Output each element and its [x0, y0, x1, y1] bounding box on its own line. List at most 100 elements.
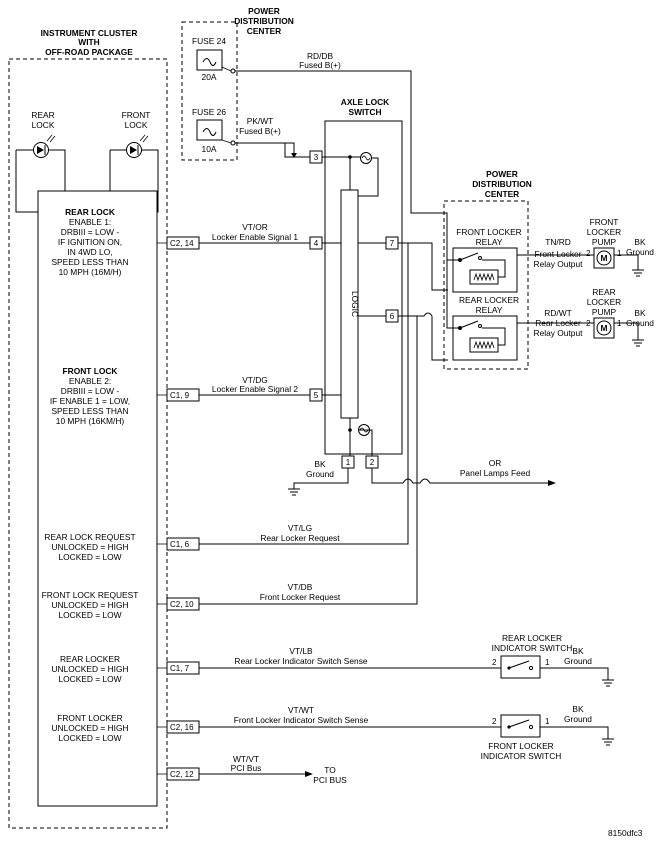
- block-rear-lock-l7: 10 MPH (16M/H): [59, 267, 122, 277]
- front-lock-enable-block: FRONT LOCK ENABLE 2: DRBIII = LOW - IF E…: [50, 366, 130, 426]
- switch-pin-3-label: 3: [314, 153, 319, 162]
- rear-pump-motor-icon: [596, 320, 612, 336]
- pdc-top-title-1: POWER: [248, 6, 280, 16]
- switch-illumination-top-icon: [360, 152, 372, 164]
- rear-indicator-body: [500, 655, 541, 679]
- front-relay-label-1: FRONT LOCKER: [456, 227, 521, 237]
- rear-locker-relay-icon: [452, 315, 518, 361]
- cluster-logic-box: [37, 190, 158, 807]
- connector-c2-12: C2, 12: [166, 767, 200, 781]
- wire-panel-lamps-color: OR: [489, 458, 502, 468]
- block-front-lock-l4: IF ENABLE 1 = LOW,: [50, 396, 130, 406]
- rear-pump-ground-label: Ground: [626, 318, 654, 328]
- rear-indicator-label-2: INDICATOR SWITCH: [492, 643, 573, 653]
- fuse-26-terminal: [230, 140, 236, 146]
- switch-internal-outputs: [358, 242, 386, 317]
- front-indicator-body: [500, 714, 541, 738]
- wire-vt-dg-label: Locker Enable Signal 2: [212, 384, 298, 394]
- front-indicator-ground-icon: [602, 738, 614, 746]
- front-lock-lamp-label-1: FRONT: [122, 110, 151, 120]
- front-indicator-label-1: FRONT LOCKER: [488, 741, 553, 751]
- front-relay-out-color: TN/RD: [545, 237, 571, 247]
- front-indicator-ground-label: Ground: [564, 714, 592, 724]
- wire-vt-or-color: VT/OR: [242, 222, 268, 232]
- connector-c2-16-label: C2, 16: [170, 723, 194, 732]
- front-indicator-pin-1: 1: [545, 717, 550, 726]
- switch-internal-pin3: [322, 156, 379, 197]
- connector-c1-9-label: C1, 9: [170, 391, 190, 400]
- cluster-outline: [8, 58, 168, 829]
- connector-c1-6-label: C1, 6: [170, 540, 190, 549]
- rear-indicator-label-1: REAR LOCKER: [502, 633, 562, 643]
- block-rear-indicator-l3: LOCKED = LOW: [58, 674, 121, 684]
- switch-pin-5-label: 5: [314, 391, 319, 400]
- wire-vt-or-label: Locker Enable Signal 1: [212, 232, 298, 242]
- connector-c2-16: C2, 16: [166, 720, 200, 734]
- rear-pump-ground-wire: [588, 322, 639, 340]
- rear-pump-label-3: PUMP: [592, 307, 617, 317]
- wire-vt-lb-color: VT/LB: [289, 646, 313, 656]
- front-locker-pump: FRONT LOCKER PUMP M 2 1 BK Ground: [586, 217, 654, 277]
- block-front-indicator-l1: FRONT LOCKER: [57, 713, 122, 723]
- block-front-request-l2: UNLOCKED = HIGH: [51, 600, 128, 610]
- instrument-cluster: INSTRUMENT CLUSTER WITH OFF-ROAD PACKAGE…: [8, 28, 200, 829]
- rear-indicator-ground-label: Ground: [564, 656, 592, 666]
- connector-c2-10-label: C2, 10: [170, 600, 194, 609]
- block-rear-lock-l6: SPEED LESS THAN: [51, 257, 128, 267]
- relay-feed-bus: [446, 259, 460, 329]
- rear-indicator-ground-color: BK: [572, 646, 584, 656]
- fuse-leads: [221, 66, 232, 144]
- rear-lock-lamp-label-1: REAR: [31, 110, 54, 120]
- block-rear-indicator-l2: UNLOCKED = HIGH: [51, 664, 128, 674]
- pdc-right: POWER DISTRIBUTION CENTER FRONT LOCKER R…: [443, 169, 588, 370]
- figure-code: 8150dfc3: [608, 828, 643, 838]
- cluster-title-line-3: OFF-ROAD PACKAGE: [45, 47, 133, 57]
- wire-pk-wt-label: Fused B(+): [239, 126, 281, 136]
- wire-panel-lamps: [371, 468, 548, 484]
- pci-destination-2: PCI BUS: [313, 775, 347, 785]
- fuse-24-icon: [196, 49, 223, 71]
- connector-c1-7-label: C1, 7: [170, 664, 190, 673]
- wire-pk-wt-color: PK/WT: [247, 116, 274, 126]
- front-pump-label-2: LOCKER: [587, 227, 621, 237]
- block-rear-request-l3: LOCKED = LOW: [58, 552, 121, 562]
- rear-locker-pump: REAR LOCKER PUMP M 2 1 BK Ground: [586, 287, 654, 347]
- wire-pk-wt-arrow: [291, 153, 297, 158]
- rear-locker-indicator-block: REAR LOCKER UNLOCKED = HIGH LOCKED = LOW: [51, 654, 128, 684]
- rear-lock-led-icon: [33, 134, 56, 158]
- rear-relay-out-color: RD/WT: [544, 308, 571, 318]
- wire-vt-db: [199, 315, 418, 605]
- axle-lock-switch: AXLE LOCK SWITCH LOGIC 3 4 5 7 6 1 2: [309, 97, 403, 469]
- block-rear-request-l2: UNLOCKED = HIGH: [51, 542, 128, 552]
- front-relay-out-label-1: Front Locker: [534, 249, 581, 259]
- rear-pump-ground-color: BK: [634, 308, 646, 318]
- wire-panel-lamps-arrow: [548, 480, 556, 486]
- pci-destination-1: TO: [324, 765, 336, 775]
- wire-switch-ground-label: Ground: [306, 469, 334, 479]
- front-lock-request-block: FRONT LOCK REQUEST UNLOCKED = HIGH LOCKE…: [42, 590, 139, 620]
- rear-pump-label-2: LOCKER: [587, 297, 621, 307]
- front-pump-ground-color: BK: [634, 237, 646, 247]
- wire-switch-ground: [293, 468, 349, 489]
- front-indicator-ground-wire: [540, 726, 609, 739]
- front-relay-label-2: RELAY: [476, 237, 503, 247]
- front-lock-lamp-label-2: LOCK: [125, 120, 148, 130]
- switch-junction-dot-2: [348, 428, 352, 432]
- switch-ground-icon: [288, 488, 300, 496]
- switch-pin-2-label: 2: [370, 458, 375, 467]
- rear-indicator-pin-1: 1: [545, 658, 550, 667]
- wire-vt-dg-color: VT/DG: [242, 375, 268, 385]
- block-rear-lock-l2: ENABLE 1:: [69, 217, 111, 227]
- block-front-indicator-l2: UNLOCKED = HIGH: [51, 723, 128, 733]
- fuse-26-icon: [196, 119, 223, 141]
- rear-pump-motor-symbol: M: [601, 323, 608, 333]
- switch-pin-4-label: 4: [314, 239, 319, 248]
- axle-switch-title-2: SWITCH: [348, 107, 381, 117]
- wire-vt-wt-color: VT/WT: [288, 705, 314, 715]
- block-rear-lock-l3: DRBIII = LOW -: [61, 227, 120, 237]
- pdc-top: POWER DISTRIBUTION CENTER FUSE 24 20A FU…: [181, 6, 294, 161]
- rear-pump-body: [593, 317, 615, 339]
- front-lamp-wiring: [109, 149, 159, 213]
- front-locker-indicator-switch: 2 1 BK Ground FRONT LOCKER INDICATOR SWI…: [481, 704, 614, 761]
- block-rear-indicator-l1: REAR LOCKER: [60, 654, 120, 664]
